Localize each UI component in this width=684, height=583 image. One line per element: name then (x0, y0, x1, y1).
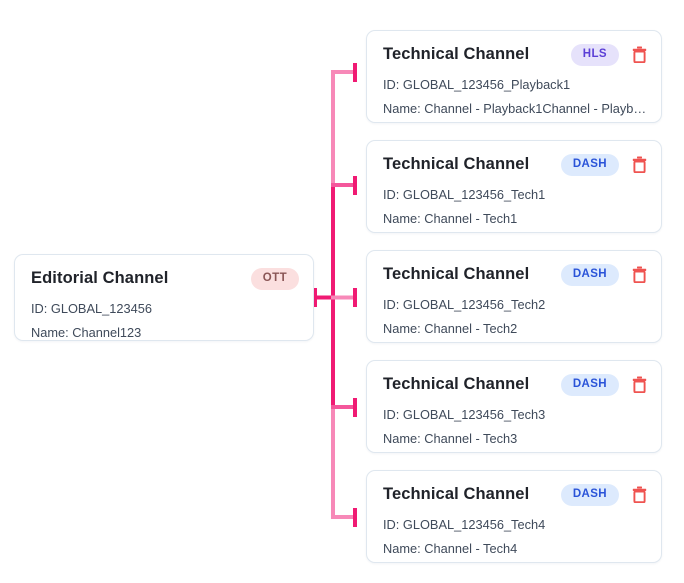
trash-icon[interactable] (632, 486, 647, 504)
editorial-channel-card[interactable]: Editorial Channel OTT ID: GLOBAL_123456 … (14, 254, 314, 341)
status-badge: OTT (250, 268, 299, 290)
technical-channel-card[interactable]: Technical Channel DASH ID: GLOBAL_123456… (366, 140, 662, 233)
card-name-line: Name: Channel - Tech1 (383, 210, 518, 226)
trash-icon[interactable] (632, 376, 647, 394)
card-title: Technical Channel (383, 155, 530, 174)
status-badge: DASH (560, 154, 619, 176)
card-name-line: Name: Channel123 (31, 324, 142, 340)
card-id-line: ID: GLOBAL_123456_Tech4 (383, 516, 546, 532)
card-header: Technical Channel DASH (367, 471, 661, 506)
card-title: Editorial Channel (31, 269, 169, 288)
status-badge: DASH (560, 374, 619, 396)
card-title: Technical Channel (383, 375, 530, 394)
card-name-line: Name: Channel - Tech3 (383, 430, 518, 446)
card-title: Technical Channel (383, 265, 530, 284)
card-header: Technical Channel DASH (367, 361, 661, 396)
technical-channel-card[interactable]: Technical Channel DASH ID: GLOBAL_123456… (366, 470, 662, 563)
card-header: Editorial Channel OTT (15, 255, 313, 290)
card-id-line: ID: GLOBAL_123456_Tech3 (383, 406, 546, 422)
card-header-actions: DASH (560, 264, 647, 286)
card-name-line: Name: Channel - Tech4 (383, 540, 518, 556)
card-id-line: ID: GLOBAL_123456_Tech1 (383, 186, 546, 202)
card-header-actions: DASH (560, 484, 647, 506)
trash-icon[interactable] (632, 46, 647, 64)
card-header: Technical Channel DASH (367, 141, 661, 176)
card-header-actions: DASH (560, 154, 647, 176)
status-badge: DASH (560, 484, 619, 506)
trash-icon[interactable] (632, 156, 647, 174)
card-name-line: Name: Channel - Tech2 (383, 320, 518, 336)
status-badge: HLS (570, 44, 619, 66)
card-title: Technical Channel (383, 45, 530, 64)
card-id-line: ID: GLOBAL_123456 (31, 300, 152, 316)
technical-channel-card[interactable]: Technical Channel HLS ID: GLOBAL_123456_… (366, 30, 662, 123)
status-badge: DASH (560, 264, 619, 286)
card-id-line: ID: GLOBAL_123456_Tech2 (383, 296, 546, 312)
card-header-actions: HLS (570, 44, 647, 66)
technical-channel-card[interactable]: Technical Channel DASH ID: GLOBAL_123456… (366, 360, 662, 453)
card-title: Technical Channel (383, 485, 530, 504)
card-header-actions: DASH (560, 374, 647, 396)
trash-icon[interactable] (632, 266, 647, 284)
card-id-line: ID: GLOBAL_123456_Playback1 (383, 76, 571, 92)
card-name-line: Name: Channel - Playback1Channel - Playb… (383, 100, 652, 116)
card-header-actions: OTT (250, 268, 299, 290)
card-header: Technical Channel DASH (367, 251, 661, 286)
card-header: Technical Channel HLS (367, 31, 661, 66)
technical-channel-card[interactable]: Technical Channel DASH ID: GLOBAL_123456… (366, 250, 662, 343)
